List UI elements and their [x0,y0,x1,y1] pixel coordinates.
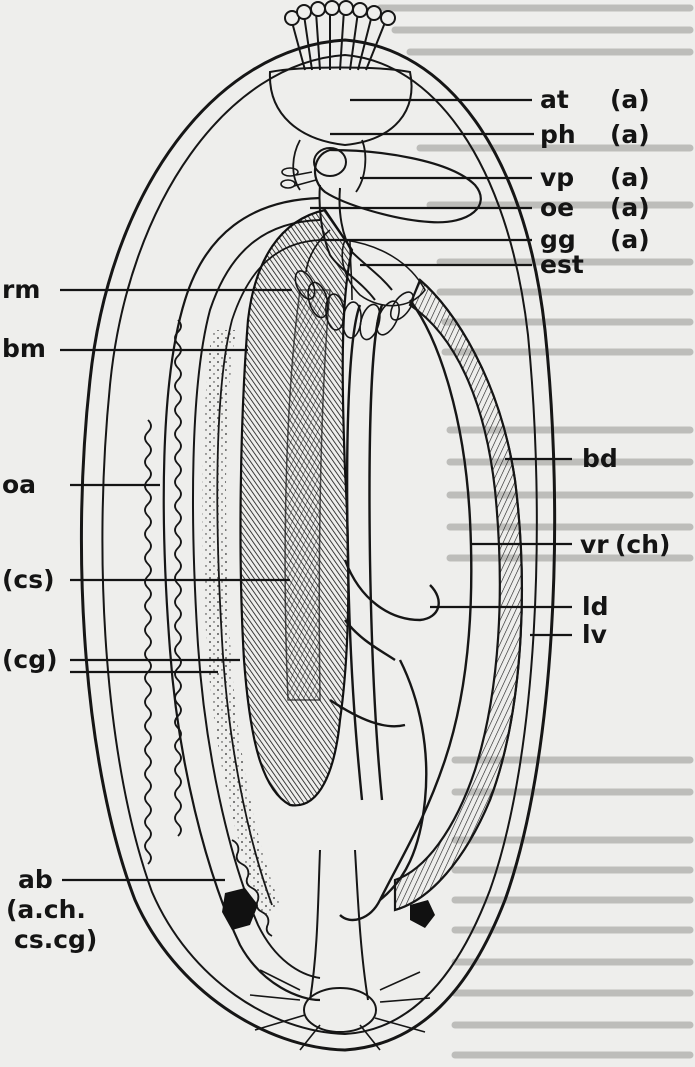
label-at: at [540,85,569,114]
label-vr: vr [580,530,609,559]
label-lv: lv [582,620,607,649]
label-at-sub: (a) [610,85,650,114]
label-vr-sub: (ch) [615,530,670,559]
label-rm: rm [2,275,40,304]
label-oe-sub: (a) [610,193,650,222]
label-ph: ph [540,120,576,149]
label-vp: vp [540,163,574,192]
label-ph-sub: (a) [610,120,650,149]
label-gg-sub: (a) [610,225,650,254]
label-oa: oa [2,470,36,499]
label-vp-sub: (a) [610,163,650,192]
label-cg: (cg) [2,645,58,674]
label-oe: oe [540,193,574,222]
branchial-mass [241,210,352,805]
label-ab-sub2: cs.cg) [14,925,97,954]
label-cs: (cs) [2,565,55,594]
pharynx [293,140,365,192]
label-ab: ab [18,865,53,894]
label-ab-sub1: (a.ch. [6,895,86,924]
right-band [395,280,522,910]
anterior-branches [281,168,316,188]
label-ld: ld [582,592,608,621]
label-bm: bm [2,334,46,363]
label-bd: bd [582,444,618,473]
oral-tentacles [285,1,395,70]
label-est: est [540,250,584,279]
